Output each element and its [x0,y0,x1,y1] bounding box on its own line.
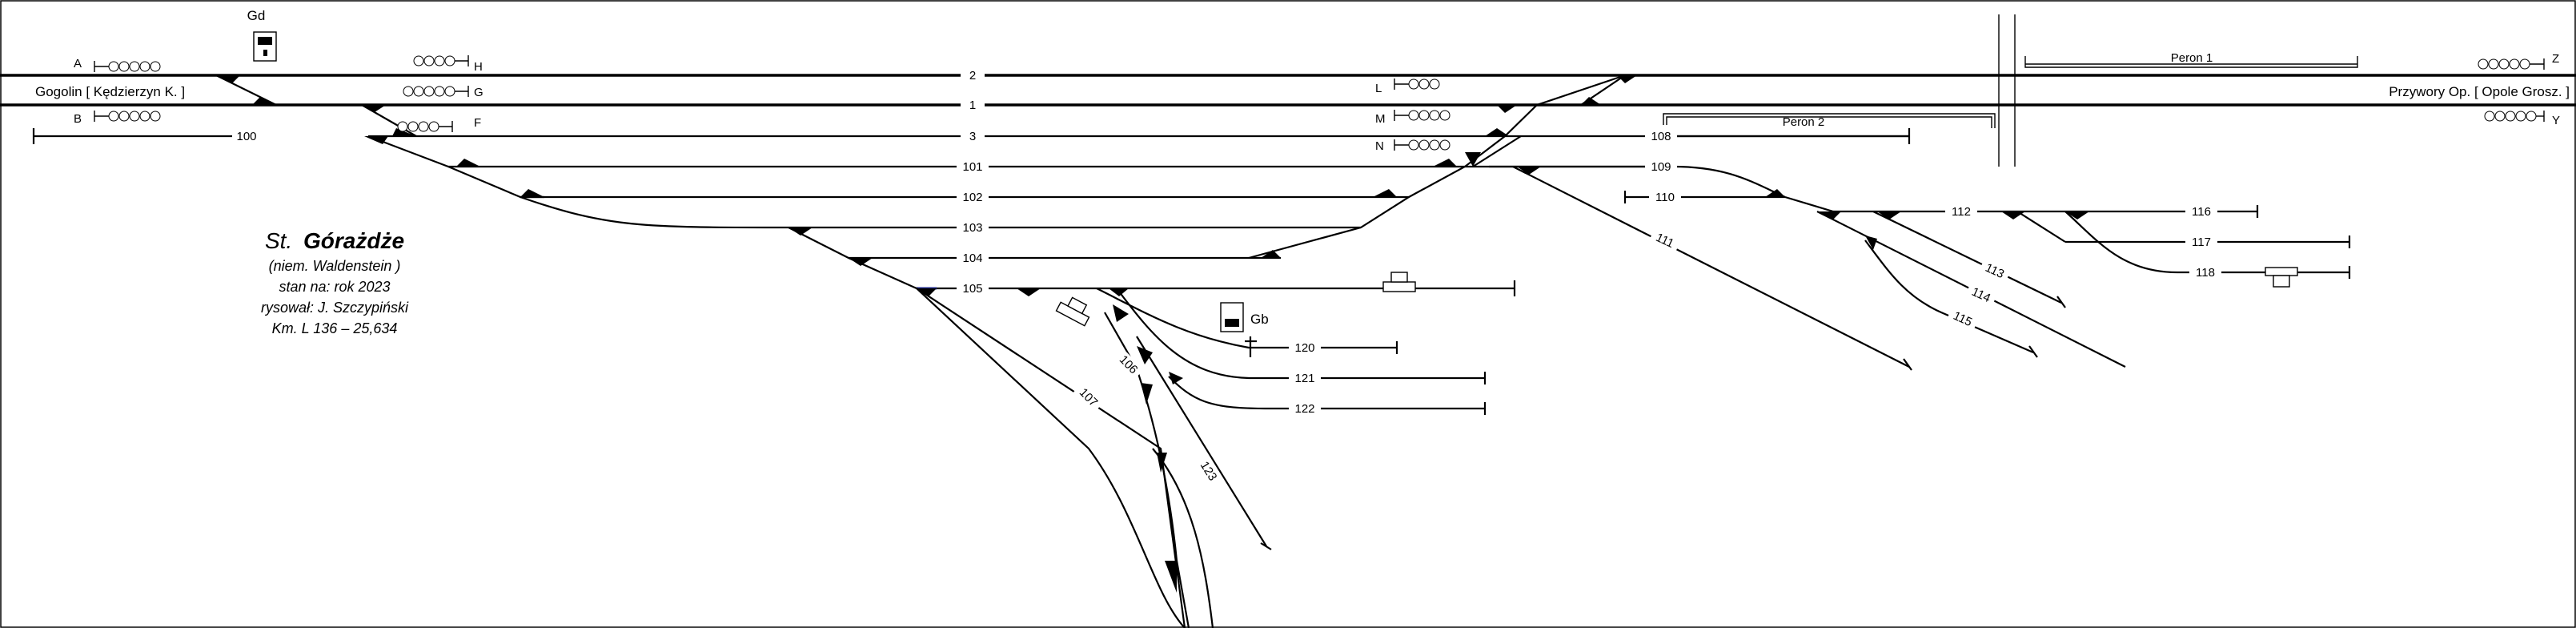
svg-text:F: F [474,116,481,130]
svg-text:1: 1 [969,99,976,112]
svg-text:103: 103 [962,221,982,235]
svg-text:101: 101 [962,160,982,174]
signal-y: Y [2484,111,2560,127]
platform-2: Peron 2 [1663,113,1996,129]
svg-text:H: H [474,60,483,74]
svg-text:G: G [474,86,484,99]
station-tracks [32,74,2351,628]
svg-text:110: 110 [1655,191,1675,204]
svg-text:117: 117 [2192,235,2211,249]
crossover-1-3 [361,104,417,137]
svg-text:105: 105 [962,282,982,296]
svg-text:N: N [1375,139,1384,153]
direction-east: Przywory Op. [ Opole Grosz. ] [2389,84,2570,99]
west-fan [367,135,1186,628]
track-labels: 2 1 3 100 101 102 103 104 105 108 109 11… [232,68,2221,488]
east-fan [1248,74,1626,260]
signal-gb: Gb [1220,302,1269,357]
track-123 [1136,336,1267,547]
track-111 [1512,166,1910,368]
svg-text:121: 121 [1294,372,1314,385]
svg-text:108: 108 [1651,130,1671,143]
platform-1: Peron 1 [2024,51,2358,68]
svg-text:3: 3 [969,130,976,143]
svg-text:118: 118 [2196,266,2215,280]
signal-b: B [74,111,161,126]
track-113 [1872,211,2062,304]
station-km: Km. L 136 – 25,634 [272,320,398,336]
svg-text:112: 112 [1952,205,1971,219]
signal-a: A [74,57,161,72]
direction-west: Gogolin [ Kędzierzyn K. ] [35,84,185,99]
svg-text:100: 100 [236,130,256,143]
svg-text:104: 104 [962,252,982,265]
main-tracks [0,74,2576,107]
svg-text:A: A [74,57,82,70]
signal-gd: Gd [247,8,277,62]
building-118 [2265,267,2298,288]
station-author: rysował: J. Szczypiński [261,300,409,316]
svg-text:2: 2 [969,69,976,83]
platform-1-label: Peron 1 [2171,51,2213,65]
station-title: St. Górażdże [265,228,404,253]
building-106 [1055,296,1090,327]
svg-text:Z: Z [2552,52,2559,66]
track-109 [1489,165,1786,199]
svg-text:102: 102 [962,191,982,204]
switch-frogs [216,75,2089,593]
svg-text:120: 120 [1294,341,1314,355]
svg-text:L: L [1375,82,1382,95]
svg-text:109: 109 [1651,160,1671,174]
svg-text:116: 116 [2192,205,2211,219]
signal-h: H [413,55,483,74]
track-118 [2064,211,2349,274]
signal-z: Z [2478,52,2559,70]
station-info: St. Górażdże (niem. Waldenstein ) stan n… [261,228,409,336]
track-120 [1096,288,1397,349]
signal-g: G [403,86,484,99]
svg-text:B: B [74,112,82,126]
svg-text:Y: Y [2552,114,2560,127]
signal-gd-label: Gd [247,8,266,23]
signal-f: F [397,116,481,132]
svg-text:122: 122 [1294,402,1314,416]
signal-n: N [1375,139,1451,153]
platform-2-label: Peron 2 [1783,115,1825,129]
svg-text:M: M [1375,112,1386,126]
signal-m: M [1375,110,1451,126]
station-german-name: (niem. Waldenstein ) [269,258,401,274]
track-115 [1864,240,2034,354]
building-105 [1382,272,1416,292]
signal-gb-label: Gb [1250,312,1269,327]
track-122 [1168,376,1485,410]
station-as-of: stan na: rok 2023 [279,279,390,295]
track-107 [916,288,1186,628]
track-121 [1116,288,1485,380]
signal-l: L [1375,78,1440,95]
